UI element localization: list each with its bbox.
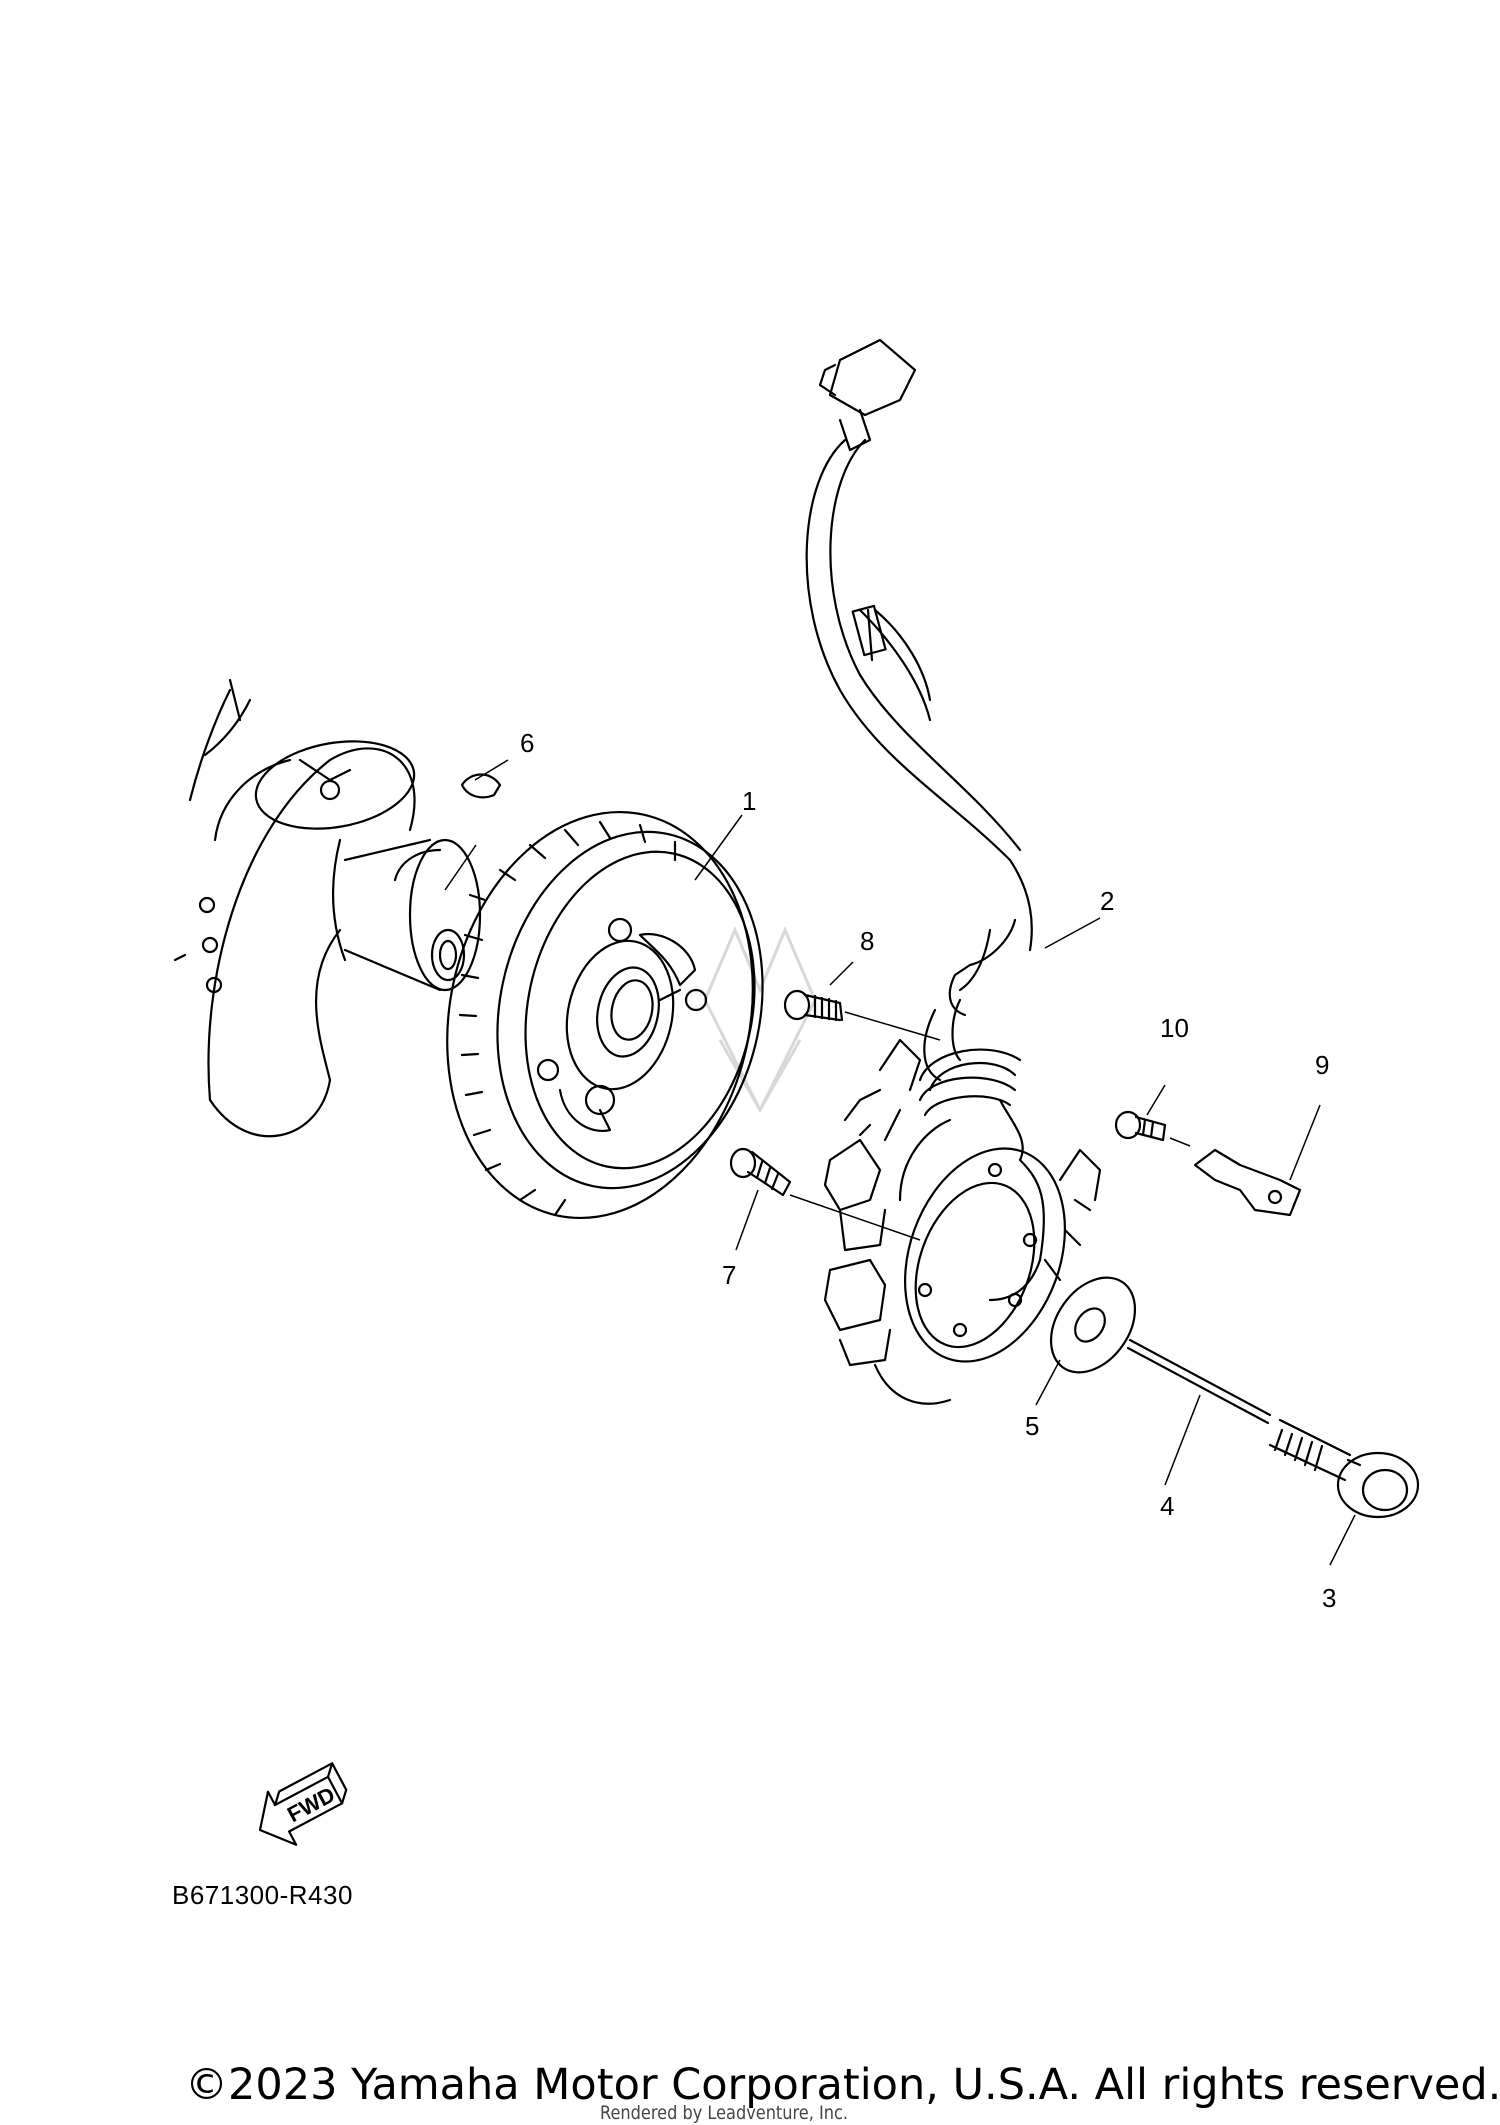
plate-5 — [1049, 1276, 1137, 1374]
copyright-notice: ©2023 Yamaha Motor Corporation, U.S.A. A… — [185, 2060, 1500, 2110]
rotor-1 — [446, 810, 764, 1220]
diagram-code: B671300-R430 — [172, 1880, 353, 1910]
stator-coil-2 — [805, 338, 1102, 1405]
render-credit: Rendered by Leadventure, Inc. — [600, 2102, 849, 2124]
callout-2: 2 — [1100, 886, 1115, 916]
callout-8: 8 — [860, 926, 875, 956]
callout-1: 1 — [742, 786, 757, 816]
callout-3: 3 — [1322, 1583, 1337, 1613]
screw-7 — [729, 1147, 921, 1241]
screw-10 — [1114, 1110, 1191, 1147]
callout-9: 9 — [1315, 1050, 1330, 1080]
fwd-arrow-icon: FWD — [258, 1762, 348, 1846]
bracket-9 — [1193, 1148, 1302, 1217]
callout-4: 4 — [1160, 1491, 1175, 1521]
crankshaft-assembly — [173, 678, 482, 1138]
leader-lines — [444, 759, 1356, 1566]
callout-6: 6 — [520, 728, 535, 758]
callout-7: 7 — [722, 1260, 737, 1290]
callout-10: 10 — [1160, 1013, 1189, 1043]
bolt-3 — [1268, 1418, 1420, 1519]
wire-4 — [1126, 1338, 1272, 1425]
screw-8 — [783, 989, 941, 1041]
callout-5: 5 — [1025, 1411, 1040, 1441]
woodruff-key-6 — [460, 773, 502, 799]
